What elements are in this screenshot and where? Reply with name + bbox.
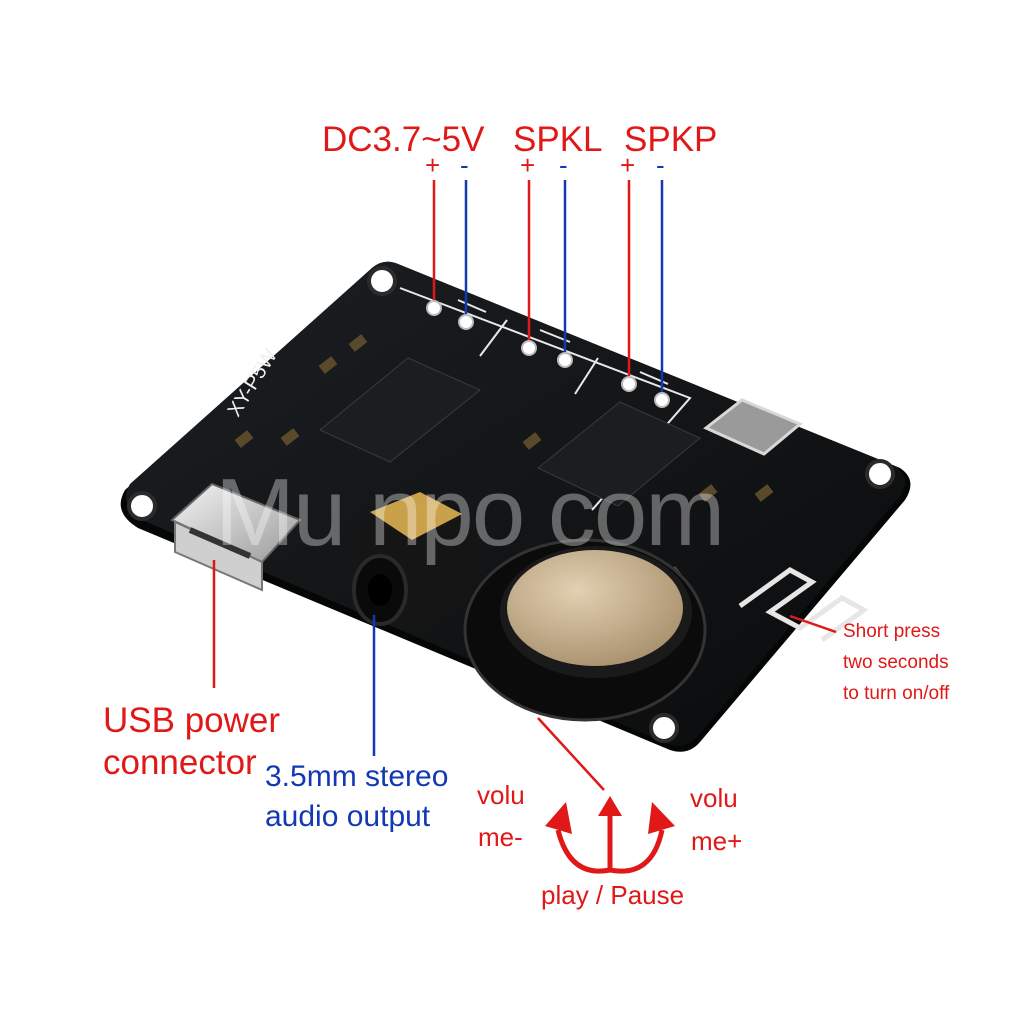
short-press-line3: to turn on/off xyxy=(843,683,950,704)
spkp-label: SPKP xyxy=(624,120,718,159)
rotary-knob xyxy=(463,538,707,722)
power-plus-sign: + xyxy=(425,150,441,180)
audio-label-line2: audio output xyxy=(265,800,431,833)
spkl-minus-sign: - xyxy=(559,150,568,180)
play-pause-label: play / Pause xyxy=(541,880,685,910)
vol-plus-line1: volu xyxy=(690,783,738,813)
watermark: Mu npo com xyxy=(215,459,725,566)
spkl-label: SPKL xyxy=(513,120,603,159)
knob-direction-arrows xyxy=(555,812,665,874)
vol-minus-line1: volu xyxy=(477,780,525,810)
short-press-line1: Short press xyxy=(843,621,941,642)
spkl-plus-sign: + xyxy=(520,150,536,180)
audio-label-line1: 3.5mm stereo xyxy=(265,760,449,793)
antenna-trace xyxy=(738,567,869,643)
power-minus-sign: - xyxy=(460,150,469,180)
audio-jack xyxy=(352,490,470,630)
spkp-minus-sign: - xyxy=(656,150,665,180)
usb-label-line1: USB power xyxy=(103,701,281,740)
arrow-heads xyxy=(545,796,675,834)
vol-minus-line2: me- xyxy=(478,822,523,852)
header-pads xyxy=(426,300,670,408)
ic-chips xyxy=(319,357,803,507)
bottom-pointer-lines xyxy=(212,560,837,791)
pcb-board: XY-P5W xyxy=(120,261,911,752)
header-pointer-lines xyxy=(432,180,664,392)
usb-connector xyxy=(170,482,302,592)
short-press-line2: two seconds xyxy=(843,652,949,673)
usb-label-line2: connector xyxy=(103,743,257,782)
spkp-plus-sign: + xyxy=(620,150,636,180)
power-label: DC3.7~5V xyxy=(322,120,485,159)
vol-plus-line2: me+ xyxy=(691,826,743,856)
mounting-holes xyxy=(127,266,895,743)
